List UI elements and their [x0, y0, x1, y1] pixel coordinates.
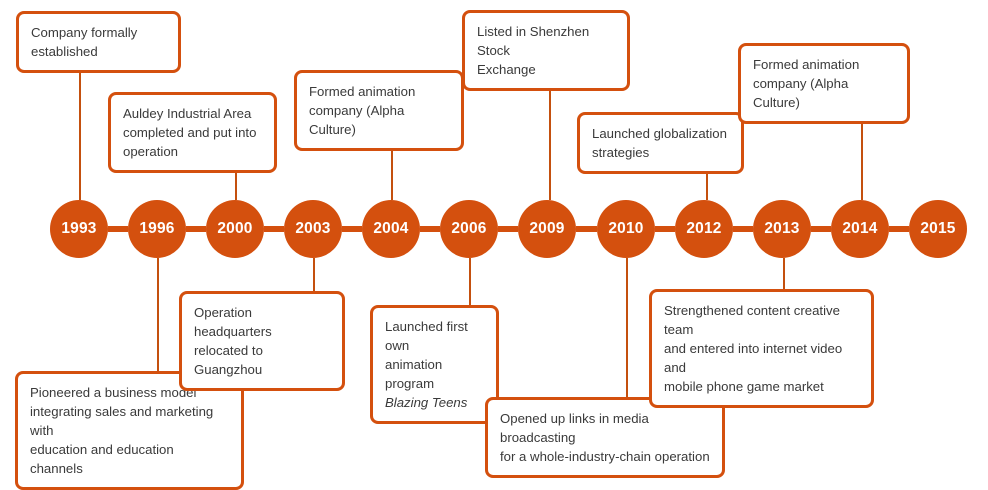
callout-line: completed and put into: [123, 125, 257, 140]
callout-line: relocated to Guangzhou: [194, 343, 263, 377]
callout-line: Strengthened content creative team: [664, 303, 840, 337]
timeline-node-2015[interactable]: 2015: [909, 200, 967, 258]
callout-line: established: [31, 44, 98, 59]
callout-line: Company formally: [31, 25, 138, 40]
connector-line: [706, 160, 708, 200]
timeline-node-1993[interactable]: 1993: [50, 200, 108, 258]
timeline-segment: [811, 226, 831, 232]
callout-line: operation: [123, 144, 178, 159]
callout-line: Pioneered a business model: [30, 385, 197, 400]
timeline-segment: [342, 226, 362, 232]
timeline-segment: [186, 226, 206, 232]
callout-line: Launched first own: [385, 319, 468, 353]
timeline-node-2009[interactable]: 2009: [518, 200, 576, 258]
connector-line: [861, 91, 863, 200]
timeline-node-2014[interactable]: 2014: [831, 200, 889, 258]
callout-line: mobile phone game market: [664, 379, 824, 394]
timeline-segment: [108, 226, 128, 232]
callout-line: Opened up links in media broadcasting: [500, 411, 649, 445]
callout-2003[interactable]: Operation headquarters relocated to Guang…: [179, 291, 345, 391]
timeline-segment: [498, 226, 518, 232]
callout-line: company (Alpha Culture): [309, 103, 405, 137]
callout-line: animation program: [385, 357, 443, 391]
timeline-node-2006[interactable]: 2006: [440, 200, 498, 258]
timeline-node-2010[interactable]: 2010: [597, 200, 655, 258]
timeline-node-2004[interactable]: 2004: [362, 200, 420, 258]
callout-line: Listed in Shenzhen Stock: [477, 24, 590, 58]
callout-line: education and education channels: [30, 442, 174, 476]
connector-line: [235, 164, 237, 200]
connector-line: [157, 258, 159, 371]
callout-1993[interactable]: Company formally established: [16, 11, 181, 73]
timeline-diagram: 1993 1996 2000 2003 2004 2006 2009 2010 2012 2013…: [15, 10, 967, 490]
timeline-segment: [733, 226, 753, 232]
callout-line: Formed animation: [309, 84, 416, 99]
callout-2014[interactable]: Formed animation company (Alpha Culture): [738, 43, 910, 124]
callout-2010[interactable]: Opened up links in media broadcasting for…: [485, 397, 725, 478]
connector-line: [313, 258, 315, 291]
connector-line: [783, 258, 785, 289]
callout-line: Formed animation: [753, 57, 860, 72]
timeline-node-2003[interactable]: 2003: [284, 200, 342, 258]
timeline-segment: [576, 226, 597, 232]
callout-2012[interactable]: Launched globalization strategies: [577, 112, 744, 174]
timeline-segment: [420, 226, 440, 232]
connector-line: [469, 258, 471, 305]
callout-title-italic: Blazing Teens: [385, 395, 468, 410]
connector-line: [391, 118, 393, 200]
timeline-node-2012[interactable]: 2012: [675, 200, 733, 258]
callout-line: Launched globalization: [592, 126, 727, 141]
callout-line: integrating sales and marketing with: [30, 404, 214, 438]
callout-2013[interactable]: Strengthened content creative team and en…: [649, 289, 874, 408]
callout-line: Operation headquarters: [194, 305, 272, 339]
connector-line: [626, 258, 628, 397]
connector-line: [549, 58, 551, 200]
timeline-node-2013[interactable]: 2013: [753, 200, 811, 258]
timeline-segment: [655, 226, 675, 232]
callout-line: strategies: [592, 145, 650, 160]
timeline-node-1996[interactable]: 1996: [128, 200, 186, 258]
callout-line: for a whole-industry-chain operation: [500, 449, 710, 464]
callout-line: Exchange: [477, 62, 536, 77]
callout-2004[interactable]: Formed animation company (Alpha Culture): [294, 70, 464, 151]
connector-line: [79, 59, 81, 200]
callout-line: company (Alpha Culture): [753, 76, 849, 110]
callout-line: Auldey Industrial Area: [123, 106, 252, 121]
callout-2000[interactable]: Auldey Industrial Area completed and put …: [108, 92, 277, 173]
callout-line: and entered into internet video and: [664, 341, 843, 375]
timeline-segment: [889, 226, 909, 232]
timeline-segment: [264, 226, 284, 232]
timeline-node-2000[interactable]: 2000: [206, 200, 264, 258]
